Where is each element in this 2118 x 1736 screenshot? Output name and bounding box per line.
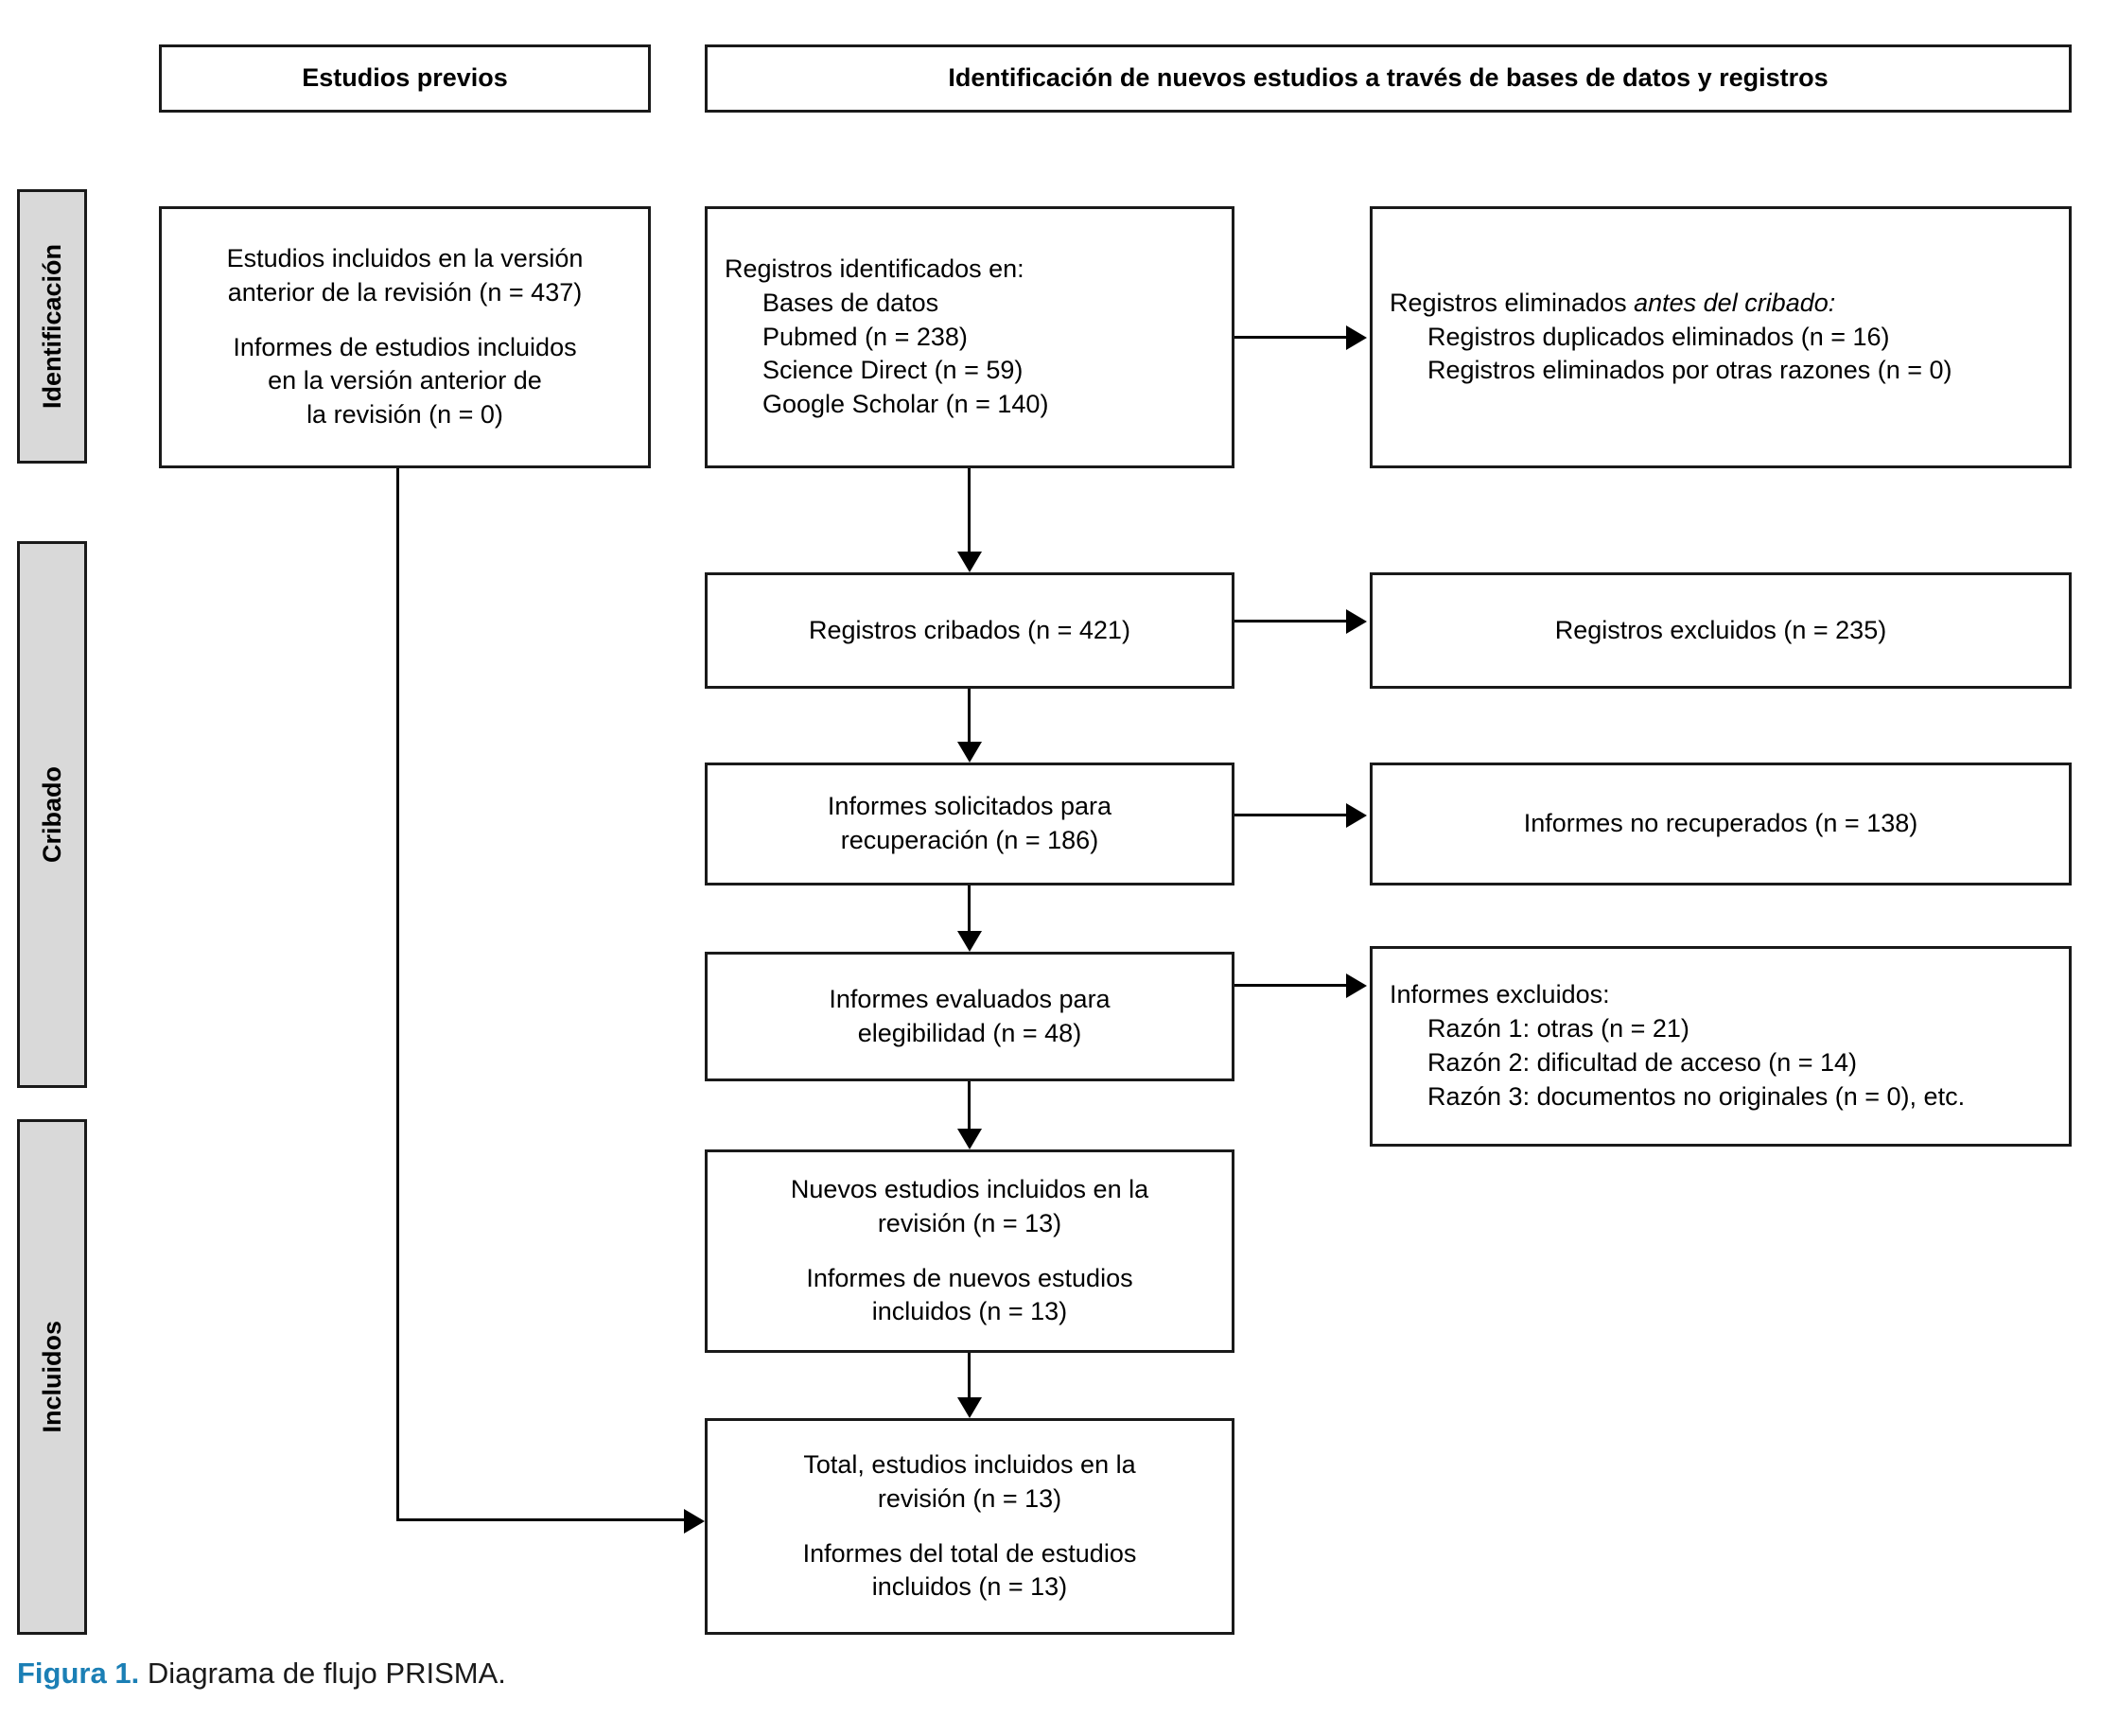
figure-caption: Figura 1. Diagrama de flujo PRISMA. [17,1657,506,1691]
arrowhead-assessed-to-new-included [957,1129,982,1149]
reports-excluded-content: Informes excluidos: Razón 1: otras (n = … [1373,978,2069,1114]
connector-sought-to-assessed [968,886,971,931]
box-reports-sought: Informes solicitados para recuperación (… [705,763,1234,886]
total-included-para-1: Total, estudios incluidos en la revisión… [786,1448,1152,1517]
box-records-removed-before-screening: Registros eliminados antes del cribado: … [1370,206,2072,468]
reports-not-retrieved-label: Informes no recuperados (n = 138) [1523,809,1918,838]
connector-assessed-to-new-included [968,1081,971,1129]
arrowhead-assessed-to-excluded [1346,973,1367,998]
new-studies-line-3: Informes de nuevos estudios [806,1263,1133,1292]
reports-assessed-line-1: Informes evaluados para [829,984,1111,1013]
total-included-line-4: incluidos (n = 13) [871,1572,1068,1602]
reports-excluded-title: Informes excluidos: [1390,980,1610,1009]
box-reports-excluded: Informes excluidos: Razón 1: otras (n = … [1370,946,2072,1147]
reports-assessed-content: Informes evaluados para elegibilidad (n … [812,983,1127,1051]
stage-label-cribado: Cribado [17,541,87,1088]
banner-previous-studies: Estudios previos [159,44,651,113]
stage-label-identificacion-text: Identificación [37,243,66,410]
arrowhead-screened-to-sought [957,742,982,763]
new-studies-para-1: Nuevos estudios incluidos en la revisión… [774,1173,1165,1241]
arrowhead-identified-to-screened [957,552,982,572]
total-included-line-1: Total, estudios incluidos en la [803,1449,1136,1479]
box-previous-included-studies: Estudios incluidos en la versión anterio… [159,206,651,468]
reports-excluded-reason-1: Razón 1: otras (n = 21) [1427,1014,1689,1043]
reports-sought-content: Informes solicitados para recuperación (… [811,790,1129,858]
box-reports-assessed: Informes evaluados para elegibilidad (n … [705,952,1234,1081]
records-identified-group: Bases de datos [762,288,939,317]
banner-new-identification-label: Identificación de nuevos estudios a trav… [948,63,1829,93]
box-records-excluded: Registros excluidos (n = 235) [1370,572,2072,689]
arrowhead-sought-to-assessed [957,931,982,952]
records-removed-item-1: Registros duplicados eliminados (n = 16) [1427,322,1890,351]
previous-included-para-2: Informes de estudios incluidos en la ver… [216,331,593,433]
arrowhead-screened-to-excluded [1346,609,1367,634]
previous-included-para-1: Estudios incluidos en la versión anterio… [210,242,601,310]
connector-assessed-to-excluded [1234,984,1346,987]
records-identified-source-3: Google Scholar (n = 140) [762,390,1049,419]
records-identified-source-2: Science Direct (n = 59) [762,356,1024,385]
total-included-line-3: Informes del total de estudios [802,1538,1137,1568]
connector-screened-to-excluded [1234,620,1346,623]
connector-previous-to-total-vertical [396,468,399,1521]
new-studies-line-2: revisión (n = 13) [877,1208,1062,1237]
new-studies-line-1: Nuevos estudios incluidos en la [790,1174,1149,1203]
connector-sought-to-not-retrieved [1234,814,1346,816]
stage-label-cribado-text: Cribado [37,765,66,863]
arrowhead-previous-to-total [684,1509,705,1534]
reports-sought-line-1: Informes solicitados para [827,792,1112,821]
records-removed-content: Registros eliminados antes del cribado: … [1373,287,2069,389]
banner-new-identification: Identificación de nuevos estudios a trav… [705,44,2072,113]
box-records-screened: Registros cribados (n = 421) [705,572,1234,689]
arrowhead-new-included-to-total [957,1397,982,1418]
figure-caption-text: Diagrama de flujo PRISMA. [139,1657,506,1690]
figure-number: Figura 1. [17,1657,140,1690]
arrowhead-identified-to-removed [1346,325,1367,350]
arrowhead-sought-to-not-retrieved [1346,803,1367,828]
records-removed-title-plain: Registros eliminados [1390,288,1635,317]
reports-sought-line-2: recuperación (n = 186) [840,826,1099,854]
reports-excluded-reason-3: Razón 3: documentos no originales (n = 0… [1427,1081,1966,1111]
connector-screened-to-sought [968,689,971,742]
connector-previous-to-total-horizontal [396,1518,686,1521]
reports-assessed-line-2: elegibilidad (n = 48) [857,1018,1082,1047]
box-total-included: Total, estudios incluidos en la revisión… [705,1418,1234,1635]
records-excluded-label: Registros excluidos (n = 235) [1554,615,1887,644]
connector-identified-to-removed [1234,336,1346,339]
records-removed-title-italic: antes del cribado: [1634,288,1836,317]
box-new-studies-included: Nuevos estudios incluidos en la revisión… [705,1149,1234,1353]
new-studies-para-2: Informes de nuevos estudios incluidos (n… [789,1262,1149,1330]
stage-label-incluidos: Incluidos [17,1119,87,1635]
connector-new-included-to-total [968,1353,971,1397]
records-screened-label: Registros cribados (n = 421) [809,615,1130,644]
records-identified-source-1: Pubmed (n = 238) [762,322,968,351]
previous-included-line-5: la revisión (n = 0) [306,400,503,430]
total-included-line-2: revisión (n = 13) [877,1483,1062,1513]
box-reports-not-retrieved: Informes no recuperados (n = 138) [1370,763,2072,886]
records-identified-title: Registros identificados en: [725,254,1024,283]
reports-excluded-reason-2: Razón 2: dificultad de acceso (n = 14) [1427,1048,1858,1077]
total-included-para-2: Informes del total de estudios incluidos… [786,1537,1154,1605]
previous-included-line-2: anterior de la revisión (n = 437) [227,277,583,307]
previous-included-line-4: en la versión anterior de [268,366,542,395]
previous-included-line-3: Informes de estudios incluidos [233,332,577,361]
stage-label-identificacion: Identificación [17,189,87,464]
records-removed-title: Registros eliminados antes del cribado: [1390,287,2052,321]
banner-previous-studies-label: Estudios previos [302,63,508,93]
previous-included-line-1: Estudios incluidos en la versión [226,243,584,272]
new-studies-line-4: incluidos (n = 13) [871,1297,1068,1326]
stage-label-incluidos-text: Incluidos [37,1321,66,1433]
connector-identified-to-screened [968,468,971,552]
box-records-identified: Registros identificados en: Bases de dat… [705,206,1234,468]
records-removed-item-2: Registros eliminados por otras razones (… [1427,356,1952,385]
records-identified-content: Registros identificados en: Bases de dat… [708,253,1232,423]
